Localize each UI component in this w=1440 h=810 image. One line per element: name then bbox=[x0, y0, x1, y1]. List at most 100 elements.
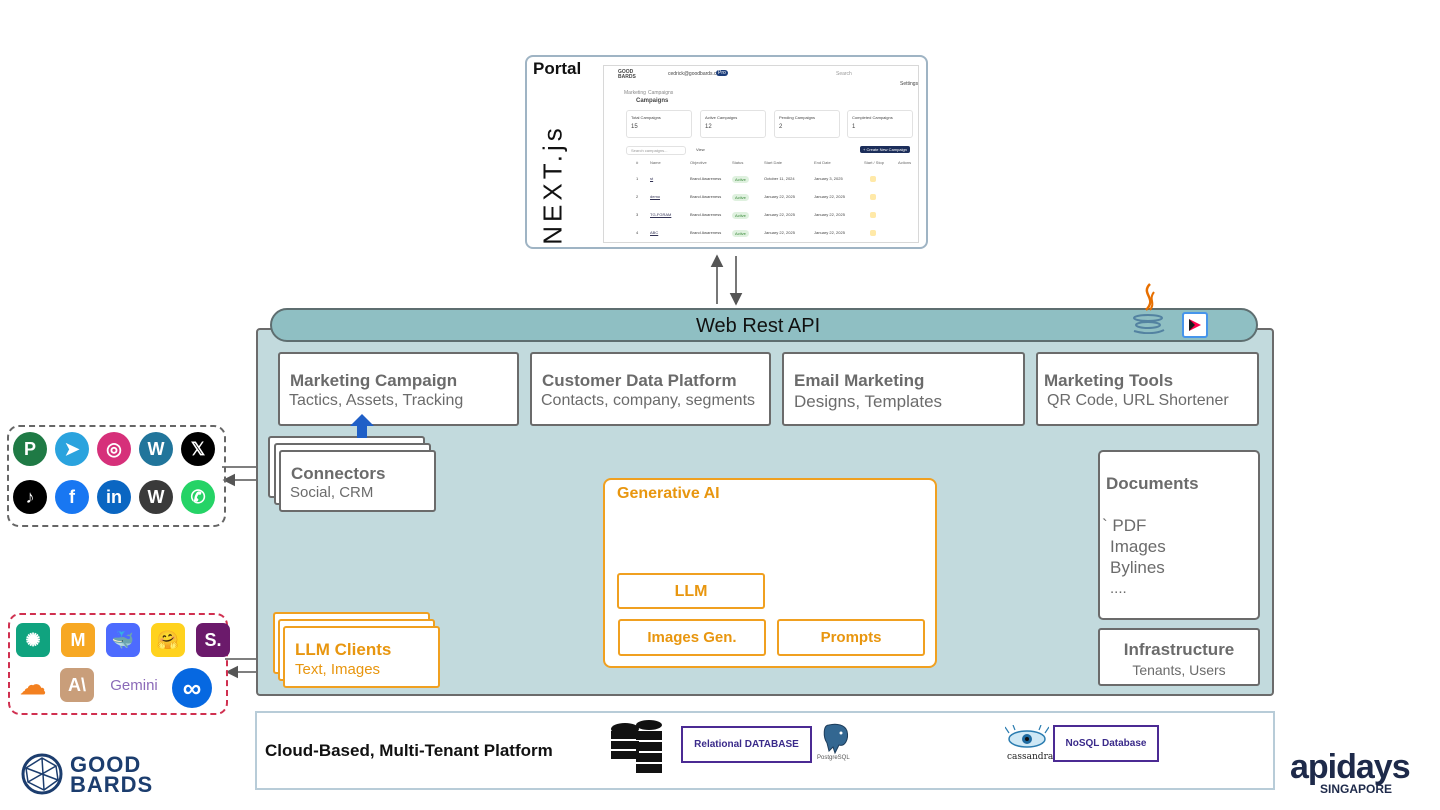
mini-stat-card: Pending Campaigns 2 bbox=[774, 110, 840, 138]
mini-stat-label: Total Campaigns bbox=[631, 115, 661, 120]
wordpress-icon: W bbox=[139, 432, 173, 466]
mini-view-button[interactable]: View bbox=[696, 147, 705, 152]
mini-start-stop-toggle[interactable] bbox=[870, 194, 876, 200]
mini-table-cell[interactable]: st bbox=[650, 176, 654, 181]
email-marketing-module[interactable]: Email Marketing Designs, Templates bbox=[782, 352, 1025, 426]
mini-stat-label: Pending Campaigns bbox=[779, 115, 816, 120]
pinterest-icon: P bbox=[13, 432, 47, 466]
goodbards-line1: GOOD bbox=[70, 752, 142, 777]
apidays-wordmark: apidays bbox=[1290, 748, 1411, 786]
mini-column-header[interactable]: Objective bbox=[690, 160, 707, 165]
prompts-box[interactable]: Prompts bbox=[777, 619, 925, 656]
mini-table-cell: January 22, 2025 bbox=[764, 194, 795, 199]
cassandra-icon: cassandra bbox=[1004, 724, 1053, 765]
llm-label: LLM bbox=[674, 583, 708, 600]
documents-item: Bylines bbox=[1110, 558, 1165, 577]
apidays-logo: apidays SINGAPORE bbox=[1290, 748, 1436, 800]
infrastructure-box[interactable]: Infrastructure Tenants, Users bbox=[1098, 628, 1260, 686]
module-title: Email Marketing bbox=[794, 371, 925, 390]
llm-clients-title: LLM Clients bbox=[295, 640, 392, 659]
postgresql-icon: PostgreSQL bbox=[817, 721, 855, 765]
mini-create-button[interactable]: + Create New Campaign bbox=[860, 146, 910, 153]
mini-stat-value: 12 bbox=[705, 124, 712, 130]
perplexity-icon: S. bbox=[196, 623, 230, 657]
mini-table-cell[interactable]: ABC bbox=[650, 230, 659, 235]
portal-screenshot: GOOD BARDS cedrick@goodbards.com Pro Sea… bbox=[603, 65, 919, 243]
mini-stat-card: Total Campaigns 15 bbox=[626, 110, 692, 138]
mini-column-header[interactable]: Start / Stop bbox=[864, 160, 885, 165]
mini-column-header[interactable]: Name bbox=[650, 160, 661, 165]
mini-table-cell[interactable]: demo bbox=[650, 194, 661, 199]
mini-table-cell: January 3, 2025 bbox=[814, 176, 843, 181]
java-icon bbox=[1130, 282, 1166, 335]
mini-settings[interactable]: Settings bbox=[900, 81, 919, 87]
nextjs-logo: NEXT.js bbox=[537, 124, 568, 245]
mini-start-stop-toggle[interactable] bbox=[870, 176, 876, 182]
module-title: Marketing Tools bbox=[1044, 371, 1174, 390]
facebook-icon: f bbox=[55, 480, 89, 514]
llm-clients-box[interactable]: LLM Clients Text, Images bbox=[283, 626, 440, 688]
module-title: Marketing Campaign bbox=[290, 371, 458, 390]
module-subtitle: QR Code, URL Shortener bbox=[1047, 392, 1229, 409]
mini-column-header[interactable]: Actions bbox=[898, 160, 912, 165]
llm-clients-subtitle: Text, Images bbox=[295, 661, 381, 678]
connectors-box[interactable]: Connectors Social, CRM bbox=[279, 450, 436, 512]
mini-table-cell: 4 bbox=[636, 230, 639, 235]
quarkus-icon bbox=[1182, 312, 1208, 338]
mini-column-header[interactable]: End Date bbox=[814, 160, 831, 165]
meta-icon: ∞ bbox=[172, 668, 212, 708]
marketing-campaign-module[interactable]: Marketing Campaign Tactics, Assets, Trac… bbox=[278, 352, 519, 426]
mini-table-cell: Brand Awareness bbox=[690, 176, 722, 181]
module-subtitle: Designs, Templates bbox=[794, 392, 943, 411]
documents-box[interactable]: Documents ` PDF Images Bylines .... bbox=[1098, 450, 1260, 620]
portal-panel: Portal NEXT.js GOOD BARDS cedrick@goodba… bbox=[525, 55, 928, 249]
cloud-platform-title: Cloud-Based, Multi-Tenant Platform bbox=[265, 741, 553, 760]
nosql-database-label: NoSQL Database bbox=[1065, 738, 1147, 749]
mini-column-header[interactable]: Start Date bbox=[764, 160, 783, 165]
gemini-icon: Gemini bbox=[106, 668, 162, 702]
documents-item: ` PDF bbox=[1102, 516, 1147, 535]
mini-stat-card: Active Campaigns 12 bbox=[700, 110, 766, 138]
mini-start-stop-toggle[interactable] bbox=[870, 212, 876, 218]
postgresql-label: PostgreSQL bbox=[817, 755, 850, 761]
cassandra-label: cassandra bbox=[1007, 752, 1054, 762]
mini-table-cell: Brand Awareness bbox=[690, 230, 722, 235]
huggingface-icon: 🤗 bbox=[151, 623, 185, 657]
mini-table-cell[interactable]: TG-FGRAM bbox=[650, 212, 672, 217]
mini-status-badge: Active bbox=[732, 212, 749, 219]
llm-box[interactable]: LLM bbox=[617, 573, 765, 609]
telegram-icon: ➤ bbox=[55, 432, 89, 466]
goodbards-globe-icon bbox=[21, 753, 63, 795]
database-stack-icon bbox=[609, 719, 665, 775]
mini-brand: GOOD BARDS bbox=[618, 69, 636, 80]
nosql-database-box[interactable]: NoSQL Database bbox=[1053, 725, 1159, 762]
marketing-tools-module[interactable]: Marketing Tools QR Code, URL Shortener bbox=[1036, 352, 1259, 426]
tiktok-icon: ♪ bbox=[13, 480, 47, 514]
mini-column-header[interactable]: Status bbox=[732, 160, 744, 165]
mini-search-campaigns[interactable]: Search campaigns... bbox=[626, 146, 686, 155]
openai-icon: ✺ bbox=[16, 623, 50, 657]
goodbards-logo: GOOD BARDS bbox=[20, 752, 160, 797]
mini-start-stop-toggle[interactable] bbox=[870, 230, 876, 236]
mini-table-cell: 1 bbox=[636, 176, 639, 181]
mini-table-cell: January 22, 2025 bbox=[814, 212, 845, 217]
images-gen-box[interactable]: Images Gen. bbox=[618, 619, 766, 656]
web-rest-api-bar: Web Rest API bbox=[270, 283, 1258, 342]
customer-data-platform-module[interactable]: Customer Data Platform Contacts, company… bbox=[530, 352, 771, 426]
mini-stat-value: 15 bbox=[631, 124, 638, 130]
deepseek-icon: 🐳 bbox=[106, 623, 140, 657]
mini-table: # Name Objective Status Start Date End Date St… bbox=[624, 160, 914, 240]
mini-search-text: Search campaigns... bbox=[631, 148, 668, 153]
relational-database-box[interactable]: Relational DATABASE bbox=[681, 726, 812, 763]
mini-breadcrumb-1[interactable]: Marketing bbox=[624, 90, 646, 96]
linkedin-icon: in bbox=[97, 480, 131, 514]
prompts-label: Prompts bbox=[820, 629, 882, 646]
mini-column-header[interactable]: # bbox=[636, 160, 639, 165]
portal-title: Portal bbox=[533, 59, 582, 78]
mini-table-cell: January 22, 2025 bbox=[764, 230, 795, 235]
anthropic-icon: A\ bbox=[60, 668, 94, 702]
generative-ai-title: Generative AI bbox=[617, 485, 720, 502]
mini-status-badge: Active bbox=[732, 176, 749, 183]
mini-table-cell: 3 bbox=[636, 212, 639, 217]
mini-search[interactable]: Search bbox=[836, 71, 852, 77]
